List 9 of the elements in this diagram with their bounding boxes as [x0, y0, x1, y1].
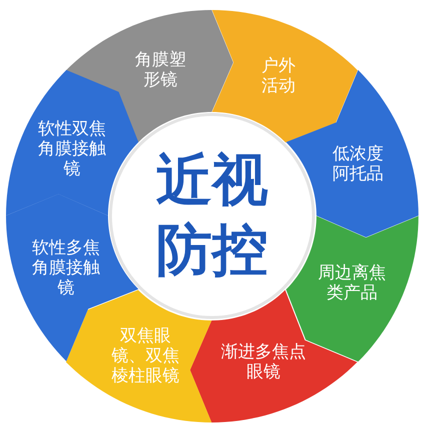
segment-label: 双焦眼镜、双焦棱柱眼镜 [110, 326, 180, 386]
segment-label: 渐进多焦点眼镜 [220, 342, 308, 382]
segment-label: 周边离焦类产品 [316, 262, 387, 303]
center-title: 近视防控 [155, 147, 269, 285]
segment-label: 低浓度阿托品 [332, 144, 385, 184]
segment-label: 软性多焦角膜接触镜 [30, 238, 101, 298]
segment-label: 软性双焦角膜接触镜 [37, 119, 108, 180]
segment-label: 角膜塑形镜 [134, 50, 187, 90]
segment-label: 户外活动 [260, 56, 297, 96]
